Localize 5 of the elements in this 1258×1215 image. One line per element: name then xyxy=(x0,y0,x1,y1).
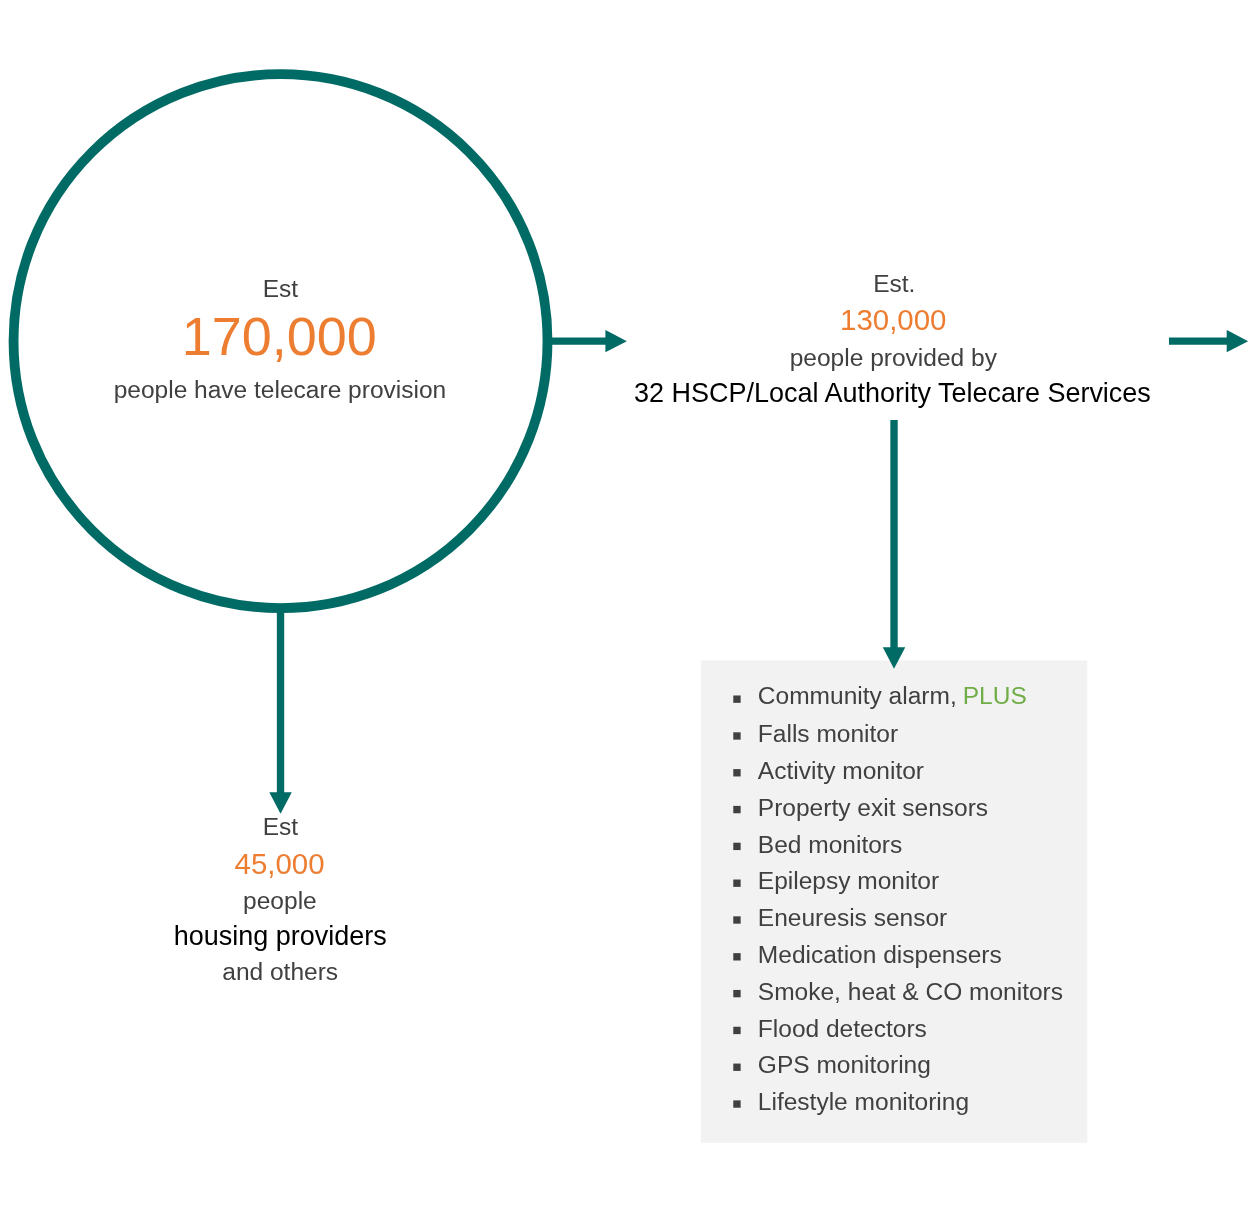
node-circle: Est 170,000 people have telecare provision xyxy=(8,68,553,613)
arrow xyxy=(1169,329,1249,352)
node-text: Est. 130,000 people provided by 32 HSCP/Local Authority Telecare Services xyxy=(633,269,1151,408)
node-text: Est 45,000 people housing providers and others xyxy=(173,812,387,985)
node-box: Community alarm, PLUS Falls monitor Activity monitor Property exit sensors Bed monitors Epilepsy monitor Eneuresis sensor Medication dispensers Smoke, heat & CO monitors Flood detectors GPS monitoring Lifestyle monitoring xyxy=(700,660,1088,1143)
